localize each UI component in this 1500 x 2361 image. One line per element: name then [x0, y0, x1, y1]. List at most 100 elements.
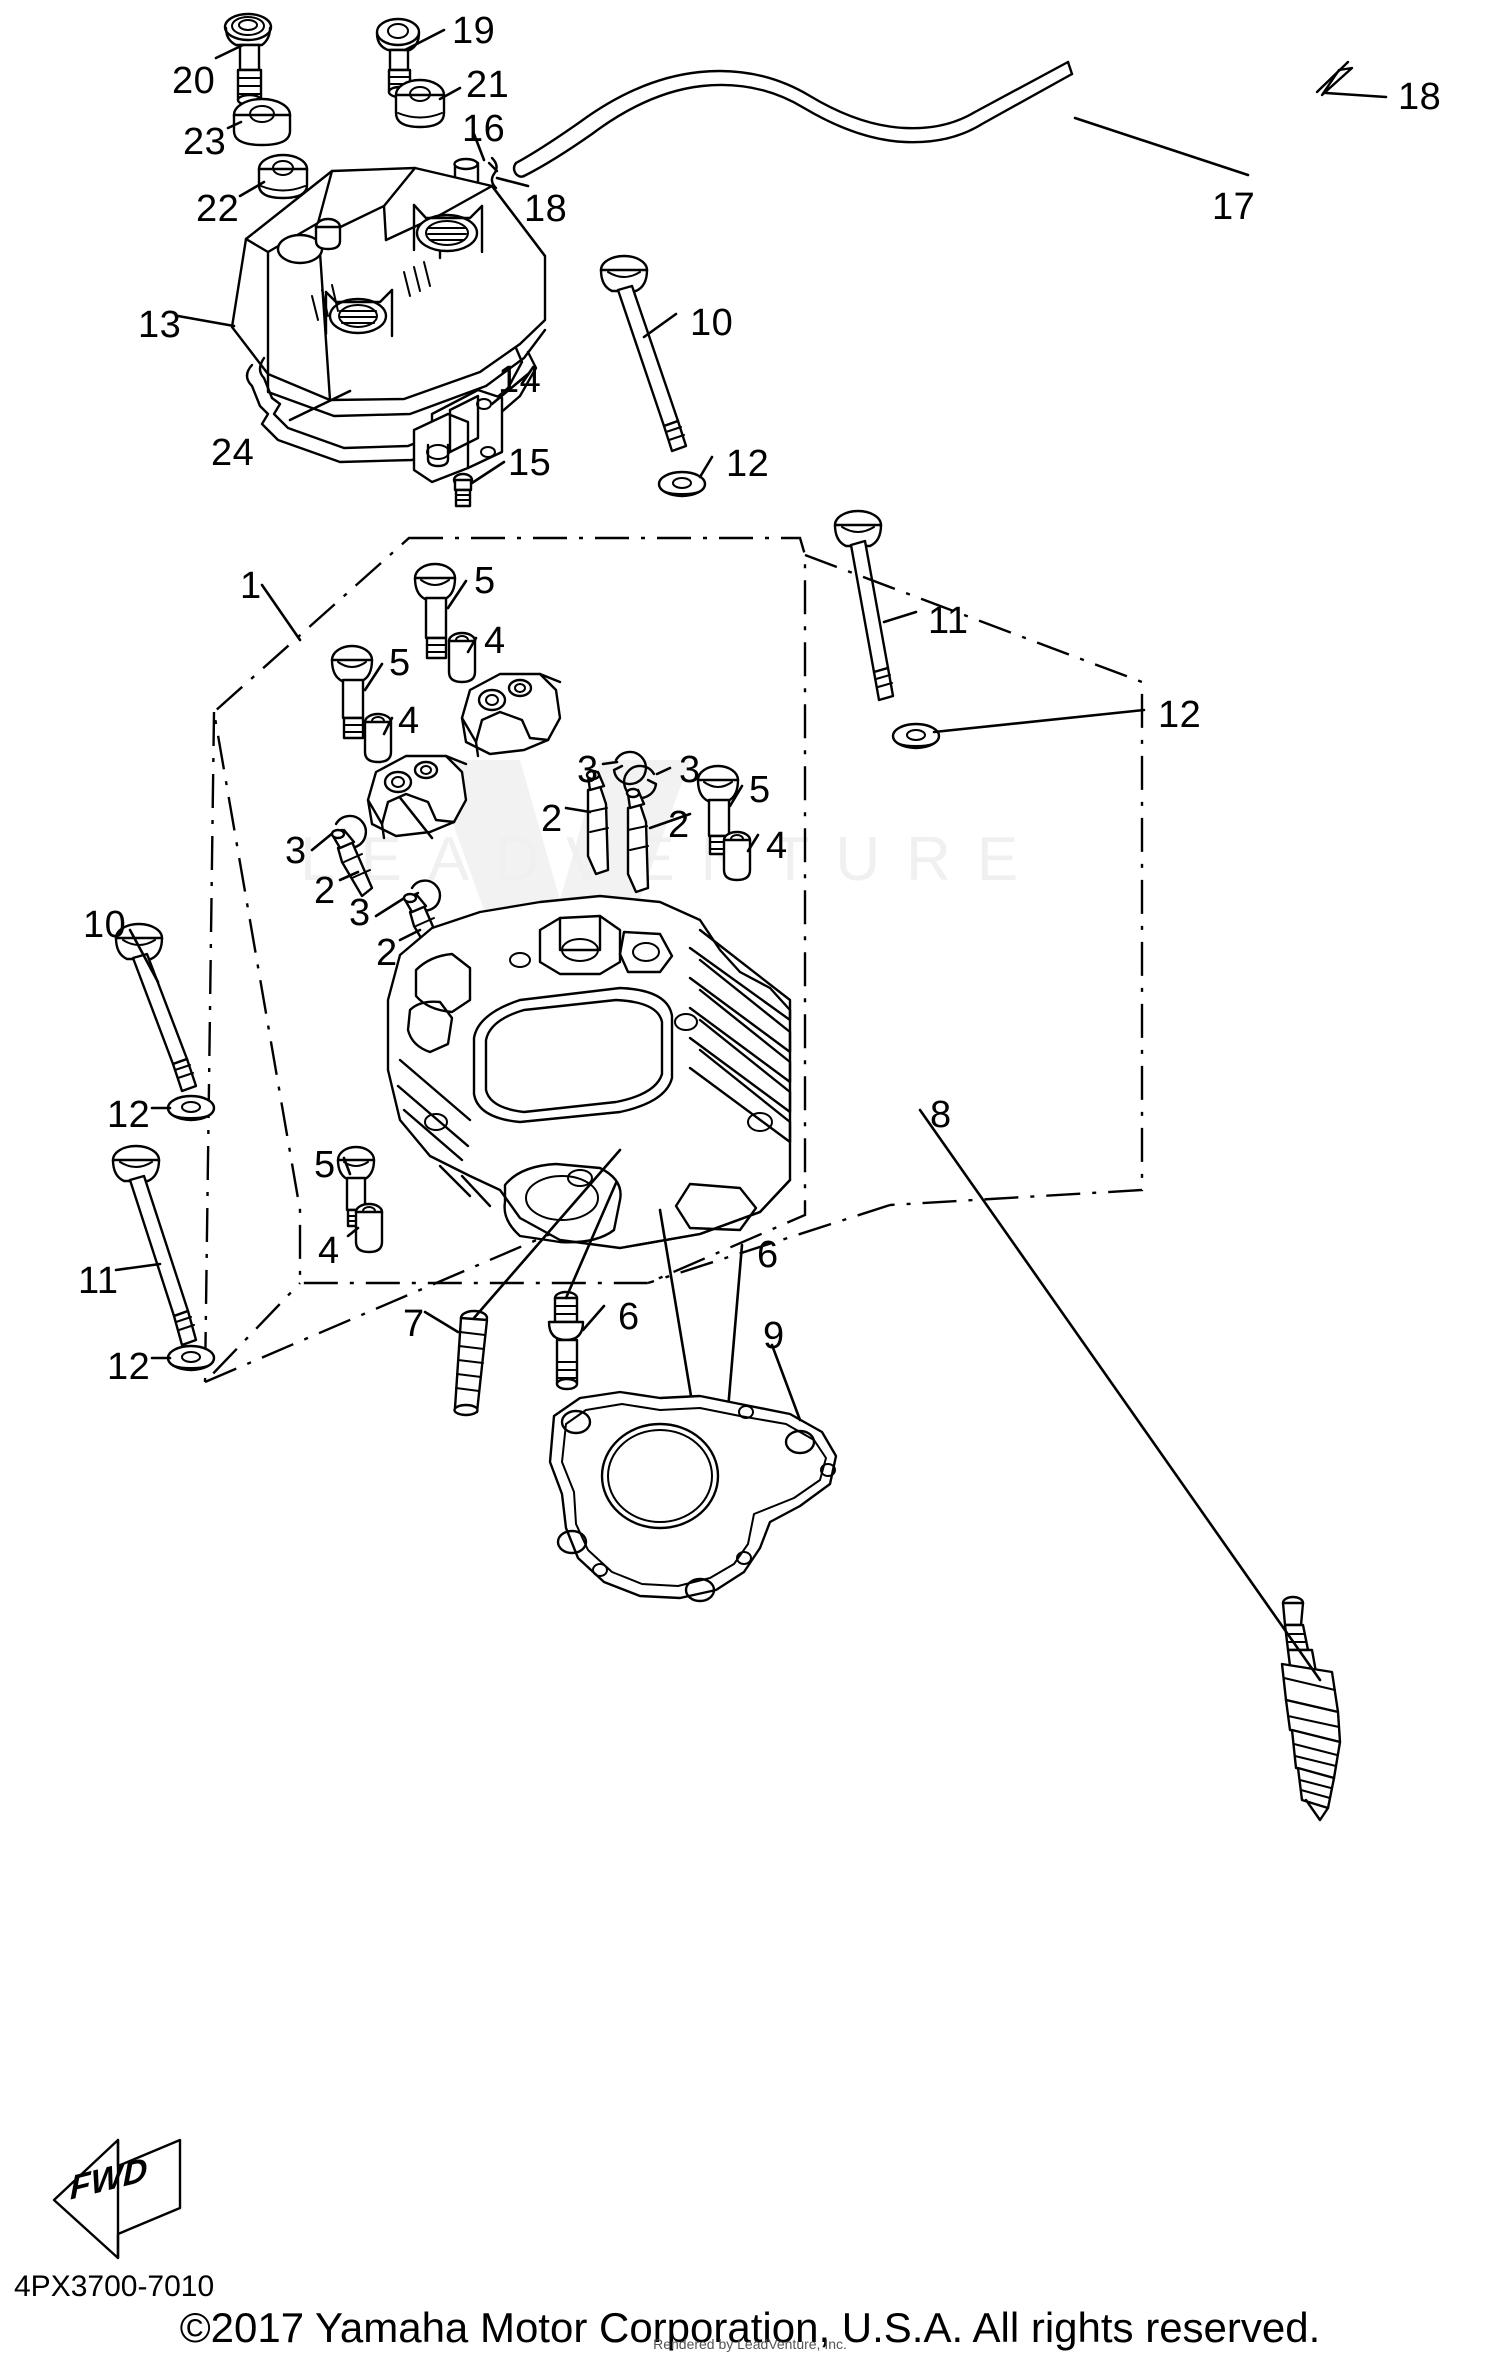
callout-5-a: 5 — [474, 560, 496, 602]
camshaft-cap-lower — [366, 754, 468, 840]
part-9-head-gasket — [548, 1390, 838, 1603]
leader-12-r — [932, 708, 1146, 734]
part-20-bolt — [223, 12, 273, 107]
part-17-hose — [512, 60, 1074, 178]
callout-12-lu: 12 — [107, 1094, 151, 1136]
cylinder-head-body — [386, 894, 792, 1250]
callout-1-upper: 1 — [240, 565, 262, 607]
callout-14: 14 — [498, 359, 542, 401]
part-number-code: 4PX3700-7010 — [14, 2270, 215, 2303]
part-13-head-cover — [230, 166, 547, 418]
part-8-spark-plug — [1280, 1595, 1342, 1822]
callout-23: 23 — [183, 121, 227, 163]
callout-11-left: 11 — [78, 1260, 119, 1302]
part-4-dowel-b — [363, 712, 393, 764]
leader-20 — [214, 43, 245, 60]
leader-5-c — [728, 784, 744, 808]
copyright-notice: ©2017 Yamaha Motor Corporation, U.S.A. A… — [179, 2304, 1321, 2351]
callout-21: 21 — [466, 64, 510, 106]
part-11-bolt-right — [833, 509, 895, 702]
part-2-lifter-c — [330, 828, 374, 898]
callout-9: 9 — [763, 1315, 785, 1357]
part-2-lifter-b — [625, 787, 650, 894]
leader-19 — [403, 28, 446, 52]
leader-2-a — [564, 806, 592, 814]
part-10-bolt-upper — [599, 254, 688, 453]
part-12-washer-lu — [166, 1094, 216, 1122]
leader-11-left — [114, 1262, 162, 1272]
part-6-stud-center — [547, 1290, 585, 1391]
callout-16: 16 — [462, 108, 506, 150]
callout-6-right: 6 — [757, 1234, 779, 1276]
callout-2-c: 2 — [314, 870, 336, 912]
leader-3-c — [310, 830, 336, 852]
part-5-bolt-b — [330, 644, 374, 740]
part-21-collar — [394, 78, 446, 129]
leader-14 — [490, 372, 530, 406]
callout-3-c: 3 — [285, 830, 307, 872]
camshaft-cap-upper — [460, 672, 562, 758]
callout-5-b: 5 — [389, 642, 411, 684]
callout-5-c: 5 — [749, 769, 771, 811]
leader-5-b — [363, 662, 384, 692]
callout-10-upper: 10 — [690, 302, 734, 344]
callout-11-right: 11 — [928, 600, 969, 642]
leader-10-left — [128, 928, 160, 984]
part-22-collar — [257, 153, 309, 200]
callout-15: 15 — [508, 442, 552, 484]
part-12-washer-ur — [657, 470, 707, 498]
callout-4-d: 4 — [318, 1230, 340, 1272]
leader-3-a — [601, 760, 619, 766]
part-15-screw — [452, 472, 474, 508]
leader-13 — [176, 314, 236, 328]
callout-19: 19 — [452, 10, 496, 52]
leader-stud-7-up — [472, 1148, 622, 1320]
part-3-circlip-b — [622, 764, 658, 800]
callout-13: 13 — [138, 304, 182, 346]
part-3-circlip-a — [612, 750, 648, 786]
callout-12-ll: 12 — [107, 1346, 151, 1388]
callout-3-b: 3 — [679, 749, 701, 791]
callout-10-left: 10 — [83, 904, 127, 946]
callout-18-left: 18 — [524, 188, 568, 230]
callout-2-a: 2 — [541, 798, 563, 840]
leader-4-c — [746, 833, 760, 853]
leader-21 — [438, 86, 462, 101]
leader-7 — [423, 1310, 460, 1334]
part-4-dowel-c — [722, 830, 752, 882]
part-7-stud — [453, 1309, 489, 1417]
leader-2-b — [648, 812, 692, 830]
part-10-bolt-left — [114, 922, 198, 1093]
callout-18-right: 18 — [1398, 76, 1442, 118]
part-23-collar — [232, 97, 292, 147]
leader-4-b — [382, 716, 394, 736]
part-4-dowel-d — [354, 1202, 384, 1254]
callout-20: 20 — [172, 60, 216, 102]
leader-stud-center-up — [564, 1181, 618, 1300]
leader-10-upper — [642, 312, 678, 339]
leader-11-right — [882, 610, 918, 624]
part-18-right-marker — [1315, 60, 1354, 97]
callout-3-a: 3 — [577, 749, 599, 791]
part-4-dowel-a — [447, 631, 477, 684]
part-5-bolt-a — [413, 562, 457, 660]
leader-9 — [770, 1343, 802, 1422]
rendered-by-notice: Rendered by LeadVenture, Inc. — [653, 2336, 847, 2352]
callout-2-b: 2 — [668, 804, 690, 846]
leader-5-d — [342, 1156, 352, 1176]
leader-1-upper — [260, 583, 302, 642]
callout-4-a: 4 — [484, 620, 506, 662]
part-2-lifter-a — [585, 769, 610, 876]
part-12-washer-r — [891, 722, 941, 750]
callout-7: 7 — [403, 1303, 425, 1345]
callout-4-c: 4 — [766, 825, 788, 867]
leader-17 — [1073, 116, 1250, 177]
leader-8 — [918, 1108, 1322, 1682]
callout-22: 22 — [196, 188, 240, 230]
callout-12-ur: 12 — [726, 443, 770, 485]
callout-3-d: 3 — [349, 892, 371, 934]
leader-18-right — [1324, 91, 1388, 99]
leader-4-d — [346, 1226, 360, 1238]
